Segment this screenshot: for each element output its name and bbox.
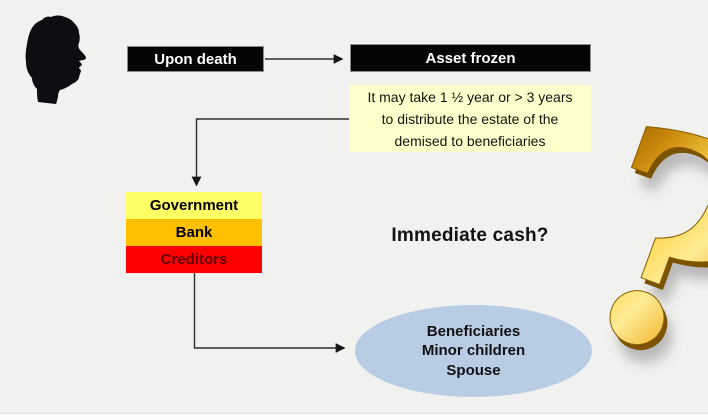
beneficiaries-line: Minor children: [421, 342, 526, 360]
claimant-row-creditors: Creditors: [126, 246, 262, 273]
delay-note-line: It may take 1 ½ year or > 3 years: [367, 88, 573, 105]
beneficiaries-line: Beneficiaries: [426, 322, 521, 340]
connector-note-to-government: [191, 118, 349, 187]
beneficiaries-ellipse: Beneficiaries Minor children Spouse: [355, 305, 592, 397]
immediate-cash-text: Immediate cash?: [391, 225, 549, 246]
connector-creditors-to-beneficiaries: [193, 273, 346, 353]
claimants-stack: Government Bank Creditors: [126, 192, 262, 273]
upon-death-label: Upon death: [154, 50, 237, 68]
asset-frozen-label: Asset frozen: [425, 49, 516, 67]
claimant-row-bank: Bank: [126, 219, 262, 246]
gold-question-mark-icon: ? ? ?: [550, 100, 708, 410]
delay-note: It may take 1 ½ year or > 3 years to dis…: [349, 85, 591, 152]
delay-note-line: demised to beneficiaries: [394, 132, 546, 149]
svg-text:?: ?: [550, 100, 708, 410]
claimant-row-government: Government: [126, 192, 262, 219]
beneficiaries-line: Spouse: [446, 361, 501, 379]
man-profile-icon: [25, 15, 87, 104]
delay-note-line: to distribute the estate of the: [381, 110, 559, 127]
upon-death-box: Upon death: [127, 46, 264, 72]
asset-frozen-box: Asset frozen: [350, 44, 591, 72]
slide-bottom-edge: [0, 413, 708, 420]
